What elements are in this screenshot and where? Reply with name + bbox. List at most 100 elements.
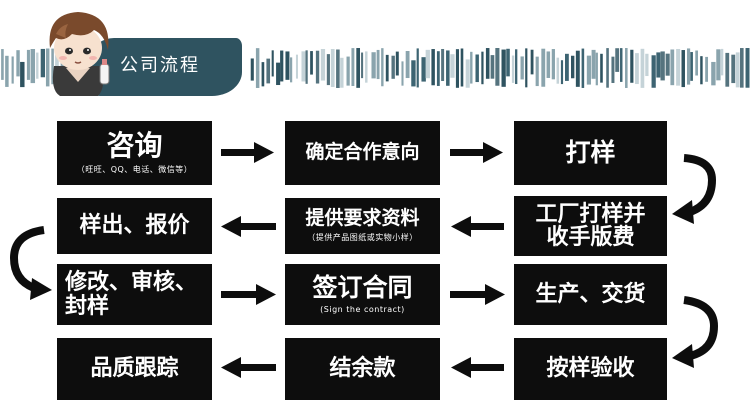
banner-stripe <box>595 52 598 86</box>
banner-stripe <box>280 50 284 82</box>
banner-stripe <box>261 62 265 87</box>
banner-stripe <box>575 50 580 87</box>
banner-stripe <box>665 53 670 76</box>
banner-stripe <box>20 61 25 88</box>
banner-stripe <box>740 48 744 88</box>
banner-stripe <box>640 48 645 88</box>
banner-stripe <box>711 61 716 86</box>
banner-stripe <box>565 53 569 81</box>
banner-stripe <box>676 48 681 86</box>
banner-stripe <box>490 55 495 79</box>
banner-stripe <box>51 48 54 85</box>
step-quote: 样出、报价 <box>57 198 212 254</box>
banner-stripe <box>690 52 693 81</box>
banner-stripe <box>551 49 555 80</box>
step-consult-title: 咨询 <box>106 129 163 163</box>
u-turn-arrow-2 <box>9 226 52 300</box>
banner-stripe <box>371 52 376 79</box>
cartoon-avatar-icon <box>49 12 110 96</box>
banner-stripe <box>1 49 4 80</box>
arrow-left-3 <box>451 357 504 378</box>
step-fee-line2: 收手版费 <box>546 225 635 250</box>
banner-stripe <box>620 48 623 82</box>
banner-stripe <box>700 56 703 85</box>
banner-stripe <box>660 51 665 81</box>
step-accept-title: 按样验收 <box>546 356 635 382</box>
step-track: 品质跟踪 <box>57 338 212 400</box>
banner-stripe <box>535 56 539 87</box>
title-plate <box>92 38 242 96</box>
banner-stripe <box>45 48 50 87</box>
banner-stripe <box>40 48 46 78</box>
banner-stripe <box>305 50 308 84</box>
arrow-right-3 <box>221 284 276 305</box>
banner-stripe <box>425 49 430 79</box>
banner-stripe <box>401 61 404 86</box>
banner-stripe <box>481 51 484 85</box>
step-fee: 工厂打样并 收手版费 <box>514 196 667 256</box>
step-require-title: 提供要求资料 <box>305 207 420 230</box>
step-accept: 按样验收 <box>514 338 667 400</box>
step-balance: 结余款 <box>285 338 440 400</box>
banner-stripe <box>611 56 615 83</box>
step-require-sub: （提供产品图纸或实物小样） <box>307 232 418 242</box>
u-turn-arrow-3 <box>672 296 719 368</box>
banner-stripe <box>515 49 518 85</box>
banner-stripe <box>465 59 470 88</box>
banner-stripe <box>600 53 603 83</box>
banner-stripe <box>485 48 490 79</box>
banner-stripe <box>581 48 585 88</box>
banner-stripe <box>541 48 546 87</box>
step-revise-line2: 封样 <box>65 293 110 319</box>
banner-stripe <box>30 49 36 84</box>
banner-stripe <box>310 51 313 75</box>
banner-stripe <box>506 48 510 77</box>
banner-stripe <box>320 49 326 81</box>
banner-stripe <box>530 49 534 75</box>
banner-stripe <box>546 51 551 78</box>
banner-stripe <box>26 49 30 80</box>
arrow-right-2 <box>450 142 503 163</box>
banner-stripe <box>635 53 639 85</box>
banner-stripe <box>735 52 740 88</box>
step-quote-title: 样出、报价 <box>79 213 190 239</box>
banner-stripe <box>455 49 460 88</box>
banner-stripe <box>450 54 455 78</box>
banner-stripe <box>411 60 416 87</box>
banner-stripe <box>255 48 260 88</box>
step-deliver-title: 生产、交货 <box>535 281 646 307</box>
step-confirm-title: 确定合作意向 <box>305 141 420 164</box>
step-balance-title: 结余款 <box>329 356 396 382</box>
step-confirm: 确定合作意向 <box>285 121 440 185</box>
banner-stripe <box>290 57 293 83</box>
banner-stripe <box>716 49 721 81</box>
banner-stripe <box>606 48 609 88</box>
banner-stripe <box>470 51 473 84</box>
step-revise-line1: 修改、审核、 <box>65 270 198 296</box>
banner-stripe <box>695 50 698 76</box>
banner-stripe <box>656 52 661 78</box>
banner-stripe <box>271 50 274 77</box>
arrow-right-4 <box>450 284 505 305</box>
arrow-right-1 <box>221 142 274 163</box>
banner-stripe <box>381 48 384 87</box>
banner-stripe <box>5 55 9 87</box>
banner-stripe <box>385 54 389 82</box>
banner-stripe <box>556 57 560 84</box>
banner-stripe <box>421 57 426 82</box>
banner-stripe <box>745 48 750 88</box>
banner-stripe <box>326 54 330 86</box>
banner-stripe <box>686 48 691 85</box>
banner-stripe <box>570 55 575 79</box>
banner-stripe <box>446 50 450 86</box>
banner-stripe <box>276 62 281 86</box>
banner-stripe <box>460 48 464 87</box>
banner-stripe <box>630 49 634 83</box>
banner-stripe <box>315 50 320 84</box>
banner-stripe <box>670 49 675 86</box>
banner-stripe <box>285 51 290 80</box>
banner-stripe <box>520 56 524 80</box>
step-track-title: 品质跟踪 <box>90 356 179 382</box>
banner-stripe <box>725 52 730 87</box>
step-sample: 打样 <box>514 121 667 185</box>
